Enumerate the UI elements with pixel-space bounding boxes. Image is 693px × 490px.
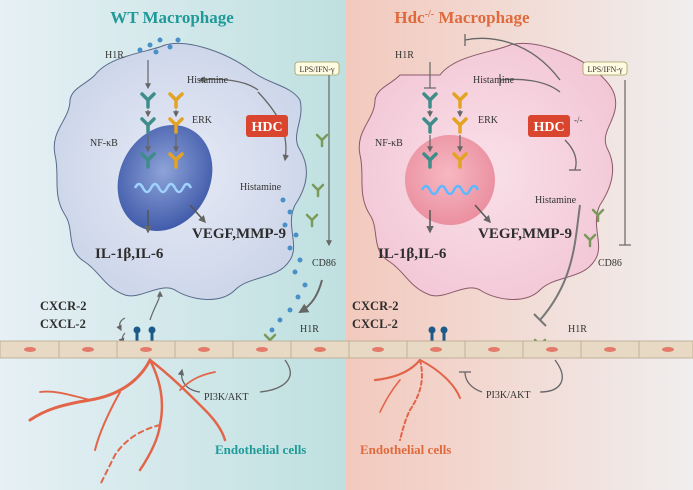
- ko-cxcr2-label: CXCR-2: [352, 299, 399, 313]
- lps-label-ko: LPS/IFN-γ: [587, 65, 623, 74]
- ko-title-main: Hdc: [394, 8, 425, 27]
- ko-endothelial-label: Endothelial cells: [360, 442, 451, 457]
- ko-cxcl2-label: CXCL-2: [352, 317, 398, 331]
- histamine-dots-trail: [269, 197, 308, 333]
- hdc-ko-label: HDC: [533, 120, 564, 135]
- ko-histamine-label-1: Histamine: [473, 75, 515, 86]
- vegf-mmp9-label: VEGF,MMP-9: [192, 226, 286, 242]
- endothelial-dividers: [58, 341, 640, 358]
- ko-title-rest: Macrophage: [434, 8, 530, 27]
- ko-title-sup: -/-: [425, 9, 434, 20]
- ko-cxcr2-receptors: [428, 326, 448, 341]
- ko-histamine-label-2: Histamine: [535, 195, 577, 206]
- ko-h1r-bottom-label: H1R: [568, 324, 587, 335]
- ko-erk-label: ERK: [478, 115, 499, 126]
- il-label: IL-1β,IL-6: [95, 246, 164, 262]
- hdc-ko-sup: -/-: [574, 115, 583, 125]
- ko-nfkb-label: NF-κB: [375, 138, 403, 149]
- ko-il-label: IL-1β,IL-6: [378, 246, 447, 262]
- cxcr2-receptors: [133, 326, 156, 341]
- ko-cd86-label: CD86: [598, 258, 622, 269]
- endothelial-label: Endothelial cells: [215, 442, 306, 457]
- lps-label: LPS/IFN-γ: [299, 65, 335, 74]
- erk-label: ERK: [192, 115, 213, 126]
- ko-title: Hdc-/- Macrophage: [394, 8, 530, 27]
- hdc-ko-macrophage-panel: HDC -/- LPS/IFN-γ Hdc-/- Macrophage H1R …: [352, 8, 631, 457]
- lps-box-ko: [582, 61, 628, 76]
- pi3k-label: PI3K/AKT: [204, 392, 248, 403]
- h1r-bottom-label: H1R: [300, 324, 319, 335]
- hdc-label: HDC: [251, 120, 282, 135]
- ko-vessels: [373, 358, 461, 441]
- ko-pi3k-label: PI3K/AKT: [486, 390, 530, 401]
- hdc-ko-enzyme-box: [528, 115, 570, 137]
- wt-nucleus: [117, 125, 213, 231]
- cxcr2-label: CXCR-2: [40, 299, 87, 313]
- cd86-label: CD86: [312, 258, 336, 269]
- endothelial-layer: [0, 340, 693, 359]
- lps-box: [294, 61, 340, 76]
- nfkb-label: NF-κB: [90, 138, 118, 149]
- wt-vessels: [28, 358, 227, 486]
- histamine-label-2: Histamine: [240, 182, 282, 193]
- hdc-enzyme-box: [246, 115, 288, 137]
- histamine-label-1: Histamine: [187, 75, 229, 86]
- wt-title: WT Macrophage: [110, 8, 234, 27]
- ko-vegf-mmp9-label: VEGF,MMP-9: [478, 226, 572, 242]
- ko-h1r-top-label: H1R: [395, 50, 414, 61]
- h1r-top-label: H1R: [105, 50, 124, 61]
- wt-dna-helix: [133, 182, 193, 194]
- cxcl2-label: CXCL-2: [40, 317, 86, 331]
- wt-macrophage-panel: HDC LPS/IFN-γ WT Macrophage H1R Histamin…: [40, 8, 340, 457]
- ko-dna-helix: [420, 184, 480, 196]
- histamine-dots-top: [137, 37, 181, 55]
- endothelial-nuclei: [24, 347, 674, 352]
